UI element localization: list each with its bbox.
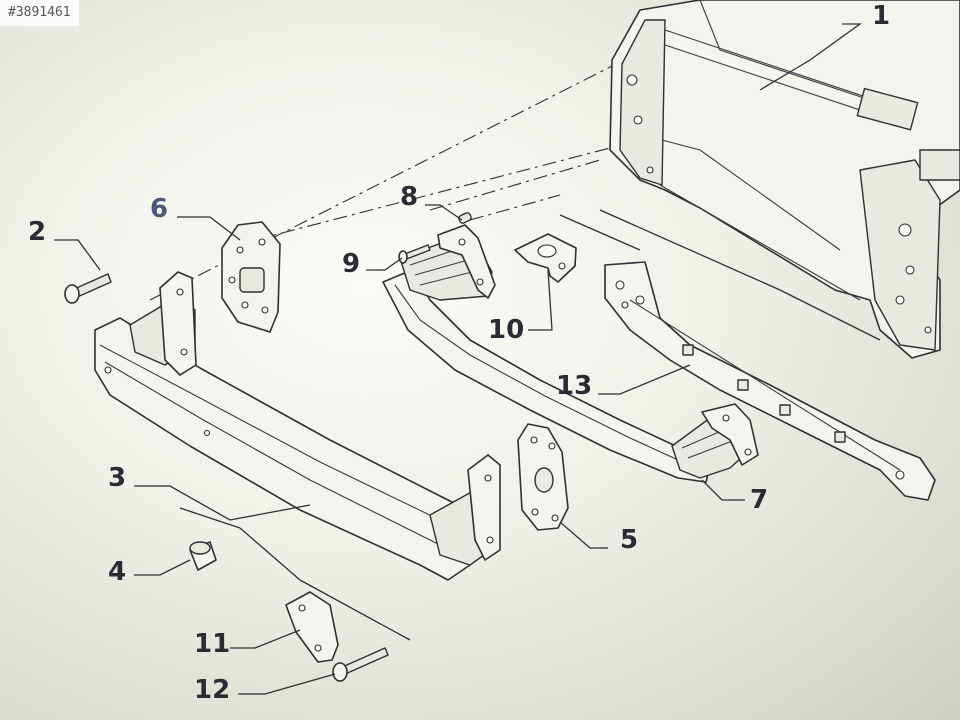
callout-3: 3 — [108, 463, 126, 493]
callout-1: 1 — [872, 1, 890, 31]
part-11-bracket — [285, 591, 339, 663]
part-6-left-plate — [221, 221, 281, 333]
listing-id-watermark: #3891461 — [0, 0, 79, 26]
callout-7: 7 — [750, 485, 768, 515]
part-5-right-plate — [517, 423, 569, 531]
part-3-bumper-beam — [94, 271, 501, 581]
callout-10: 10 — [488, 315, 524, 345]
callout-12: 12 — [194, 675, 230, 705]
part-10-bracket — [514, 233, 577, 283]
callout-9: 9 — [342, 249, 360, 279]
callout-5: 5 — [620, 525, 638, 555]
leader-lines — [54, 23, 863, 695]
callout-13: 13 — [556, 371, 592, 401]
part-1-front-end-carrier — [609, 0, 960, 359]
assembly-guide-lines — [179, 209, 881, 641]
part-8-small-clip — [458, 212, 472, 224]
callout-6: 6 — [150, 194, 168, 224]
callout-4: 4 — [108, 557, 126, 587]
callout-11: 11 — [194, 629, 230, 659]
callouts: 1 2 3 4 5 6 7 8 9 10 11 12 13 — [28, 1, 890, 705]
part-4-nut — [189, 541, 217, 571]
part-7-lower-beam — [382, 224, 759, 483]
part-2-bolt — [64, 273, 112, 304]
callout-2: 2 — [28, 217, 46, 247]
callout-8: 8 — [400, 182, 418, 212]
part-13-lower-crossmember — [604, 261, 936, 501]
part-12-stud — [332, 647, 389, 682]
part-9-bolt — [398, 244, 431, 264]
